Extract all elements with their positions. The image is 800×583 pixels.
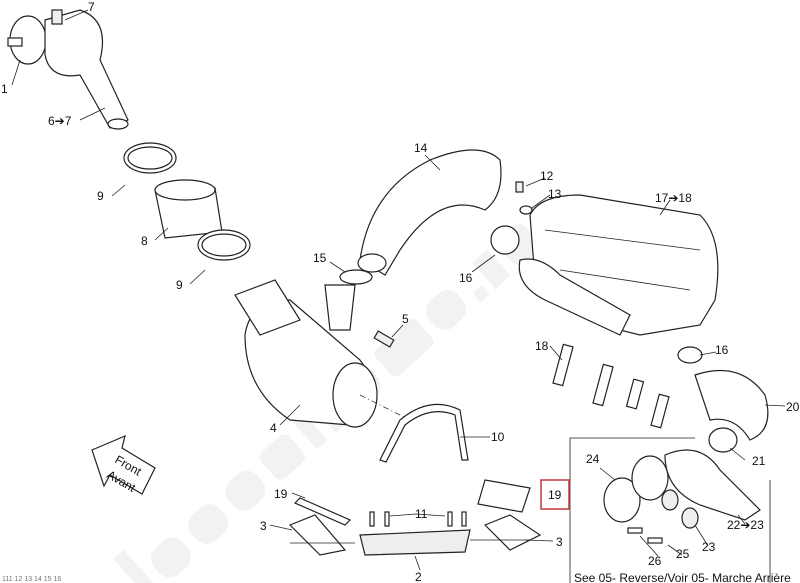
callout-17-18[interactable]: 17➔18 [655, 191, 692, 205]
callout-25[interactable]: 25 [676, 547, 690, 561]
part-bolt-12[interactable] [515, 181, 524, 193]
callout-3a[interactable]: 3 [260, 519, 267, 533]
part-clamp-16b[interactable] [677, 346, 703, 364]
callout-14[interactable]: 14 [414, 141, 428, 155]
callout-9b[interactable]: 9 [176, 278, 183, 292]
callout-18[interactable]: 18 [535, 339, 549, 353]
part-sleeve-8[interactable] [154, 179, 223, 239]
callout-4[interactable]: 4 [270, 421, 277, 435]
callout-9a[interactable]: 9 [97, 189, 104, 203]
callout-6-7[interactable]: 6➔7 [48, 114, 72, 128]
inset-caption: See 05- Reverse/Voir 05- Marche Arrière [574, 571, 791, 583]
part-bolts-11[interactable] [369, 511, 467, 527]
footer-code: 111 12 13 14 15 16 [2, 576, 61, 583]
callout-1[interactable]: 1 [1, 82, 8, 96]
part-elbow-20[interactable] [694, 369, 769, 441]
callout-23[interactable]: 23 [702, 540, 716, 554]
inset-reverse-box [569, 437, 771, 583]
part-muffler-4[interactable] [234, 279, 378, 428]
part-strap-10[interactable] [379, 403, 469, 463]
callout-19b[interactable]: 19 [548, 488, 562, 502]
callout-2[interactable]: 2 [415, 570, 422, 583]
part-clamp-9b[interactable] [197, 229, 251, 261]
part-clamp-1[interactable] [7, 15, 47, 65]
highlight-box-19[interactable] [540, 479, 570, 510]
part-pad-19b[interactable] [477, 479, 531, 513]
callout-22-23[interactable]: 22➔23 [727, 518, 764, 532]
callout-10[interactable]: 10 [491, 430, 505, 444]
part-plate-2[interactable] [359, 529, 471, 556]
part-clamp-15[interactable] [339, 269, 373, 285]
callout-3b[interactable]: 3 [556, 535, 563, 549]
part-clamp-9a[interactable] [123, 142, 177, 174]
part-washer-13[interactable] [519, 205, 533, 215]
part-clamp-16a[interactable] [490, 225, 520, 255]
part-sensor-5[interactable] [373, 330, 395, 348]
part-ring-24 [603, 477, 641, 523]
callout-5[interactable]: 5 [402, 312, 409, 326]
part-resonator-17[interactable] [518, 194, 719, 336]
part-pad-19a[interactable] [293, 497, 352, 526]
part-clamp-21[interactable] [708, 427, 738, 453]
callout-8[interactable]: 8 [141, 234, 148, 248]
part-sensor-7[interactable] [51, 9, 63, 25]
callout-11[interactable]: 11 [415, 507, 428, 521]
callout-15[interactable]: 15 [313, 251, 327, 265]
part-strips-18[interactable] [552, 343, 670, 429]
callout-19a[interactable]: 19 [274, 487, 288, 501]
callout-13[interactable]: 13 [548, 187, 562, 201]
part-tube-6[interactable] [44, 9, 129, 130]
callout-20[interactable]: 20 [786, 400, 800, 414]
part-pipe-14[interactable] [357, 149, 502, 276]
callout-21[interactable]: 21 [752, 454, 766, 468]
callout-24[interactable]: 24 [586, 452, 600, 466]
callout-7[interactable]: 7 [88, 0, 95, 14]
front-direction-arrow: Front Avant [91, 434, 156, 495]
part-bracket-3b[interactable] [483, 514, 542, 551]
callout-16a[interactable]: 16 [459, 271, 473, 285]
part-bracket-3a[interactable] [288, 514, 347, 556]
callout-16b[interactable]: 16 [715, 343, 729, 357]
callout-26[interactable]: 26 [648, 554, 662, 568]
callout-12[interactable]: 12 [540, 169, 554, 183]
